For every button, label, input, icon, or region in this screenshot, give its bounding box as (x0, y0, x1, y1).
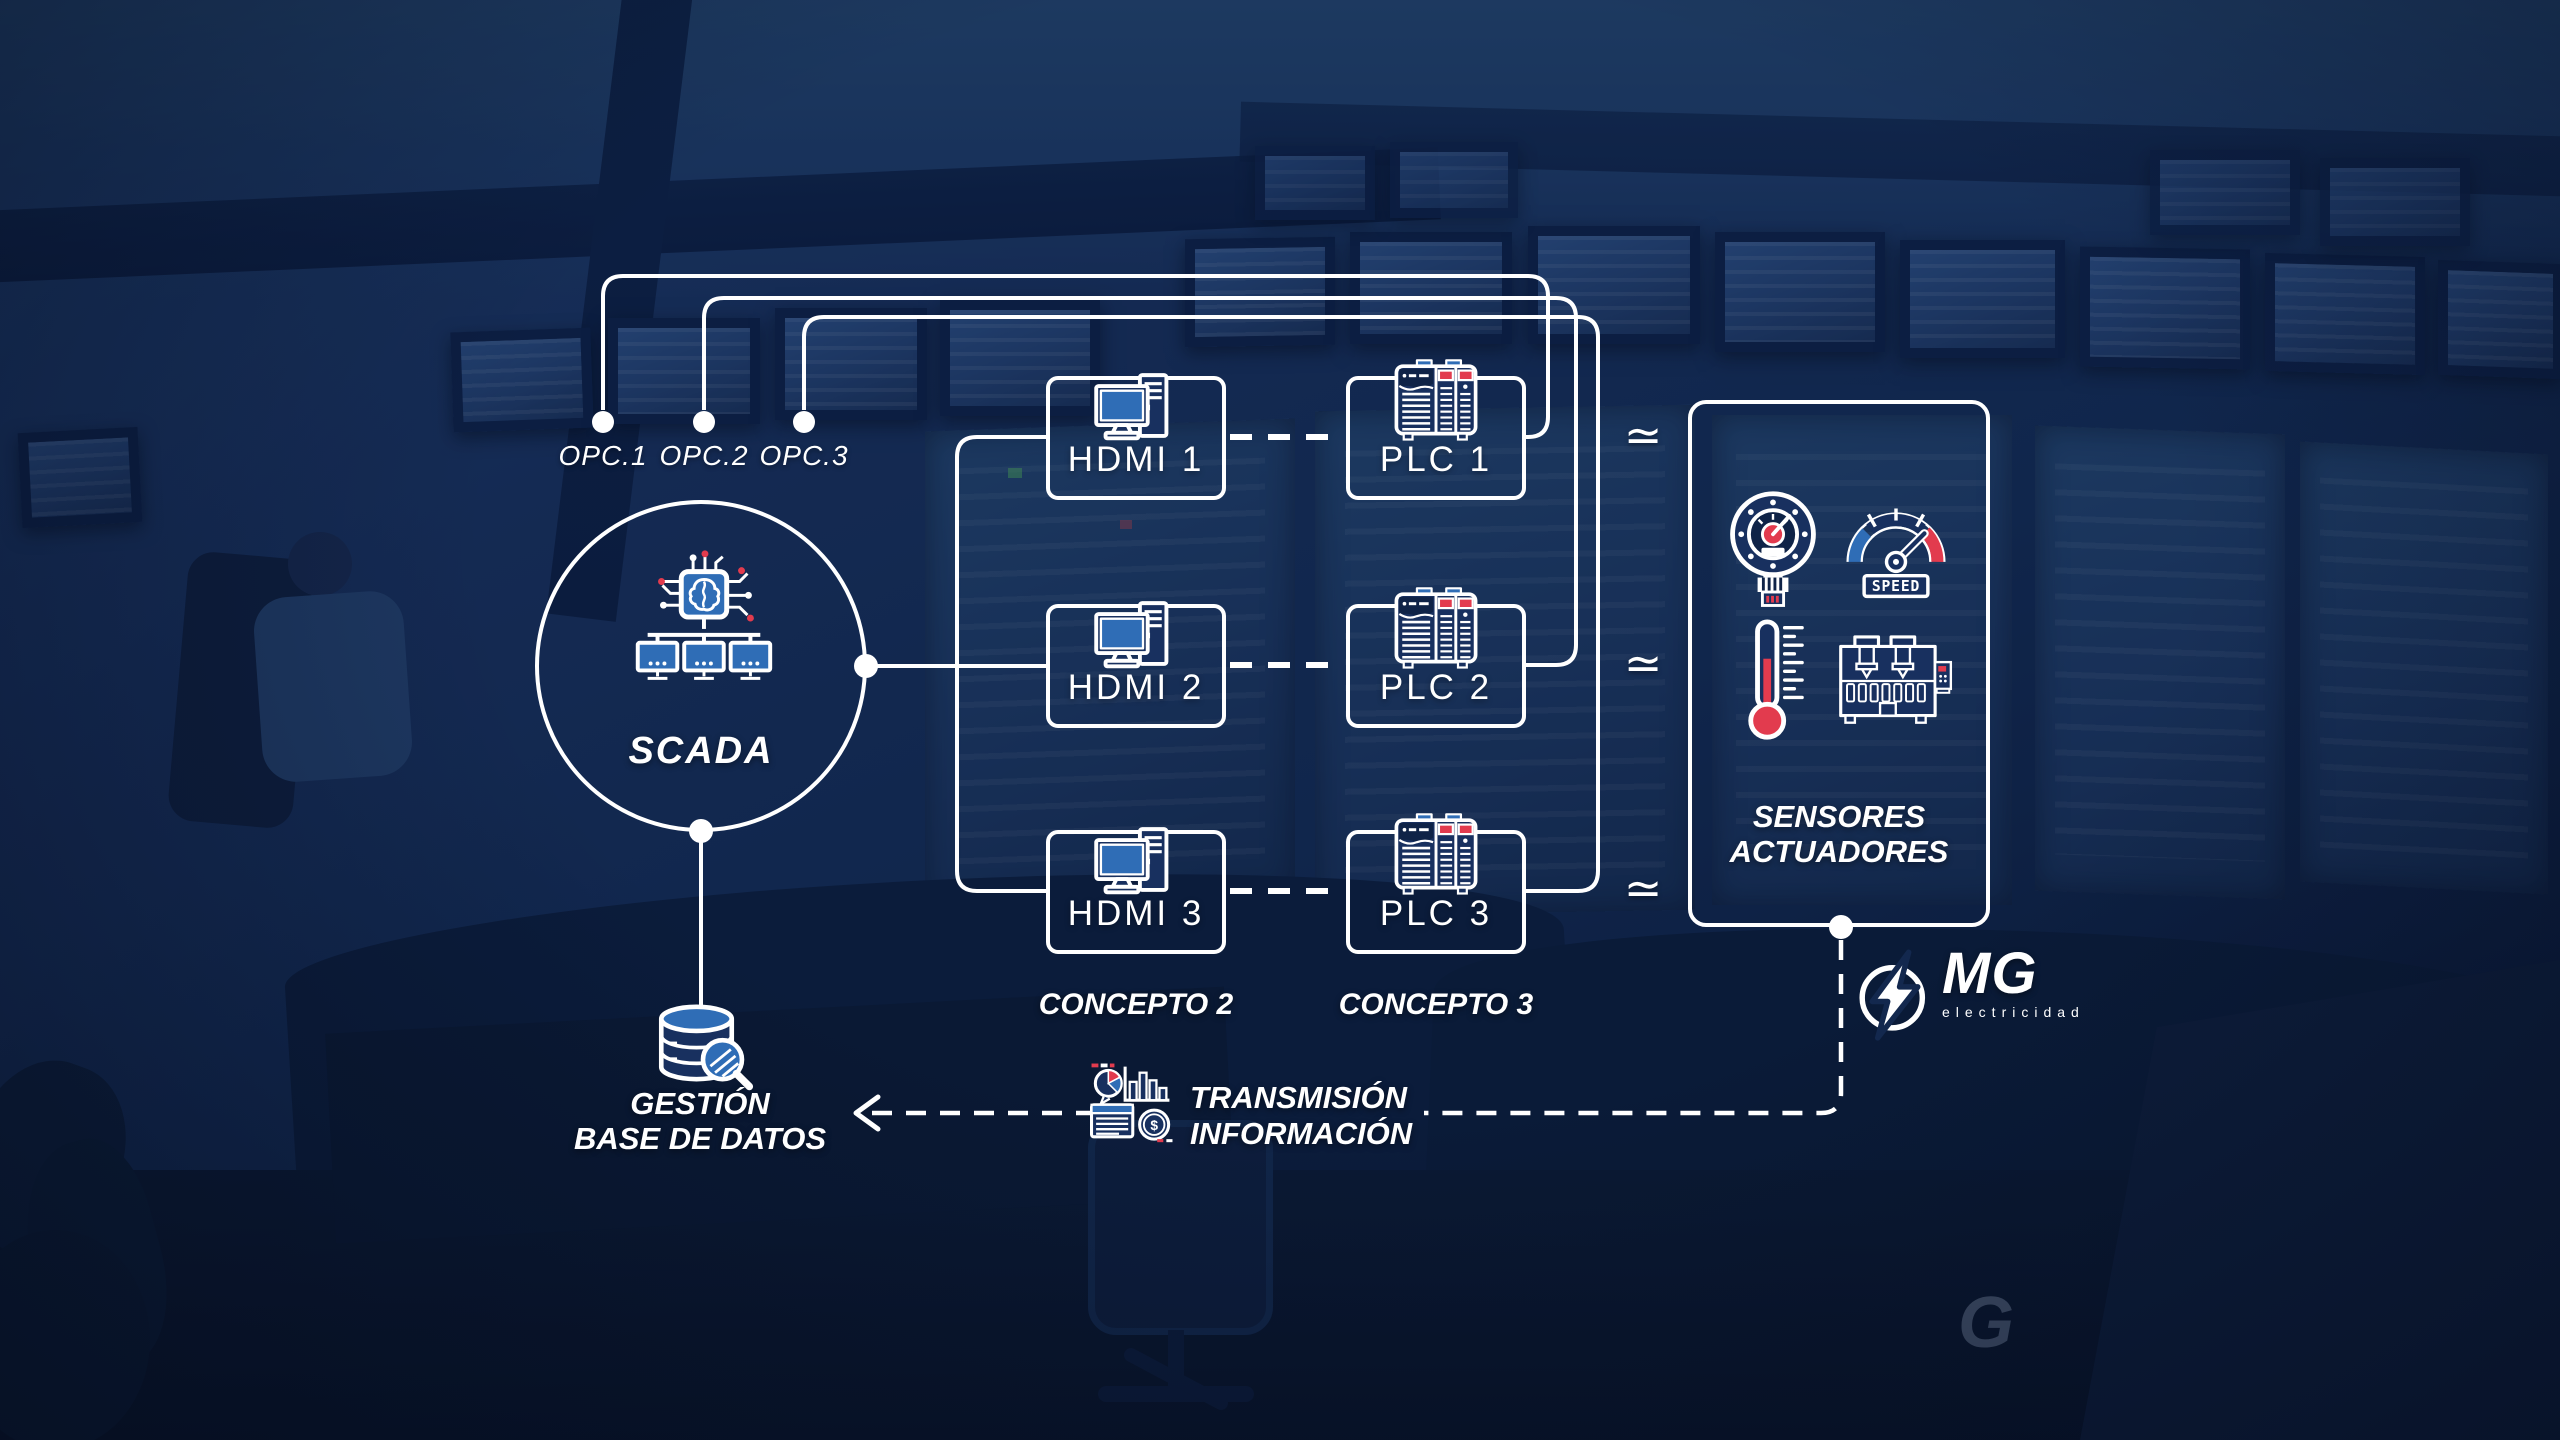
actuator-machine-icon (1839, 635, 1953, 724)
opc2-label: OPC.2 (659, 440, 749, 471)
currency-symbol: $ (1150, 1118, 1158, 1133)
logo-tagline: electricidad (1942, 1004, 2085, 1020)
lightning-bolt-icon (1859, 949, 1926, 1041)
logo-name: MG (1942, 941, 2038, 1006)
opc3-label: OPC.3 (759, 440, 849, 471)
approx-symbol: ≃ (1623, 861, 1663, 915)
opc3-node-dot (793, 411, 815, 433)
approx-symbol: ≃ (1623, 636, 1663, 690)
plc2-box: PLC 2 (1346, 587, 1526, 728)
hdmi2-label: HDMI 2 (1067, 668, 1205, 707)
hdmi3-label: HDMI 3 (1067, 894, 1205, 933)
hdmi3-box: HDMI 3 (1046, 827, 1226, 954)
thermometer-icon (1748, 619, 1804, 740)
plc1-label: PLC 1 (1379, 440, 1493, 479)
transmission-label-line2: INFORMACIÓN (1190, 1116, 1413, 1151)
plc-icon (1394, 813, 1478, 895)
computer-icon (1094, 601, 1169, 669)
scada-bottom-dot (689, 819, 713, 843)
hdmi-branch-line (955, 435, 1046, 893)
opc2-bus-line (702, 296, 1578, 667)
opc1-bus-line (601, 274, 1550, 439)
database-label-line1: GESTIÓN (630, 1086, 770, 1121)
hdmi2-box: HDMI 2 (1046, 601, 1226, 728)
mg-electricidad-logo: MG electricidad (1854, 941, 2085, 1046)
transmission-label-line1: TRANSMISIÓN (1190, 1080, 1407, 1115)
speedometer-icon: SPEED (1846, 508, 1946, 599)
plc3-label: PLC 3 (1379, 894, 1493, 933)
scada-brain-chip-icon (635, 550, 773, 680)
hdmi1-box: HDMI 1 (1046, 373, 1226, 500)
database-search-icon (658, 1004, 754, 1091)
plc3-box: PLC 3 (1346, 813, 1526, 954)
sensors-label-line1: SENSORES (1752, 799, 1926, 834)
plc-icon (1394, 587, 1478, 669)
opc1-label: OPC.1 (558, 440, 648, 471)
opc2-node-dot (693, 411, 715, 433)
analytics-transmission-icon: $ (1090, 1063, 1173, 1143)
speed-badge: SPEED (1872, 578, 1920, 595)
computer-icon (1094, 827, 1169, 895)
plc1-box: PLC 1 (1346, 359, 1526, 500)
concepto2-label: CONCEPTO 2 (1038, 988, 1234, 1021)
sensors-transmission-dashed-line (1424, 940, 1844, 1116)
pressure-gauge-icon (1730, 491, 1816, 607)
sensors-label-line2: ACTUADORES (1729, 834, 1949, 869)
scada-label: SCADA (628, 730, 774, 772)
concepto3-label: CONCEPTO 3 (1338, 988, 1534, 1021)
scada-right-dot (854, 654, 878, 678)
arrowhead-left-icon (853, 1094, 881, 1132)
sensors-actuators-box: SPEED (1688, 400, 1990, 927)
database-label-line2: BASE DE DATOS (573, 1121, 827, 1156)
plc-icon (1394, 359, 1478, 441)
hdmi1-label: HDMI 1 (1067, 440, 1205, 479)
opc1-node-dot (592, 411, 614, 433)
plc2-label: PLC 2 (1379, 668, 1493, 707)
approx-symbol: ≃ (1623, 408, 1663, 462)
computer-icon (1094, 373, 1169, 441)
opc3-bus-line (802, 315, 1600, 893)
sensors-bottom-dot (1829, 915, 1853, 939)
